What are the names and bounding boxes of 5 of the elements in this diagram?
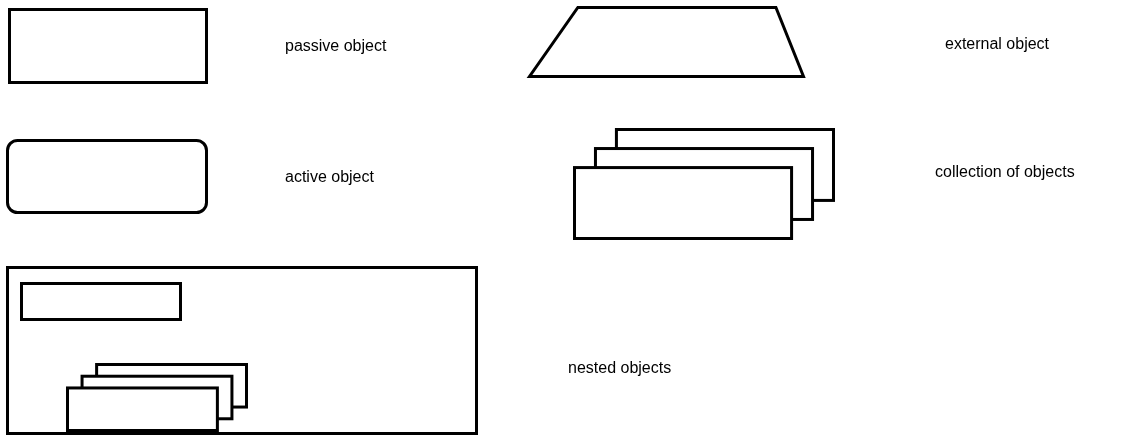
shape-caption: collection of objects [935,163,1075,181]
shape-caption: nested objects [568,359,672,377]
shape-caption: passive object [285,37,387,55]
shape-caption: active object [285,168,374,186]
shape-caption: external object [945,35,1050,53]
